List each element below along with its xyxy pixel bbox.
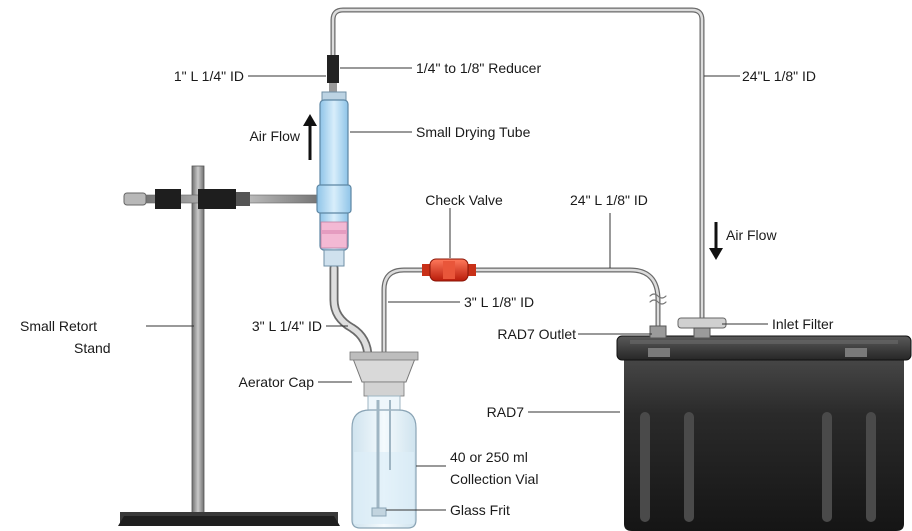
label-airflow-down: Air Flow: [726, 227, 777, 243]
label-aerator-cap: Aerator Cap: [239, 374, 315, 390]
label-1in-tube: 1" L 1/4" ID: [174, 68, 244, 84]
stand-base-front: [118, 516, 340, 526]
desiccant-band: [320, 221, 348, 249]
retort-stand: [118, 165, 340, 526]
glass-frit-element: [371, 507, 387, 517]
rad7-outlet-port: [649, 325, 667, 339]
tube-short: [381, 267, 433, 361]
drying-tube-bottom: [323, 249, 345, 267]
drying-assembly: [316, 55, 352, 267]
airflow-up-arrow: [303, 114, 317, 160]
reducer: [327, 55, 339, 83]
tubing: [329, 7, 705, 363]
check-valve: [422, 258, 476, 282]
label-left-tube: 3" L 1/4" ID: [252, 318, 322, 334]
rad7-body: [624, 352, 904, 531]
label-airflow-up: Air Flow: [249, 128, 300, 144]
label-retort-line1: Small Retort: [20, 318, 97, 334]
clamp-knob: [123, 192, 147, 206]
label-mid-tube: 24" L 1/8" ID: [570, 192, 648, 208]
label-drying-tube: Small Drying Tube: [416, 124, 531, 140]
label-top-tube: 24"L 1/8" ID: [742, 68, 816, 84]
label-check-valve: Check Valve: [425, 192, 503, 208]
airflow-down-arrow: [709, 222, 723, 260]
label-retort-line2: Stand: [74, 340, 111, 356]
stand-rod: [191, 165, 205, 517]
clamp-collar: [236, 192, 250, 206]
label-rad7-outlet: RAD7 Outlet: [497, 326, 576, 342]
label-inlet-filter: Inlet Filter: [772, 316, 834, 332]
label-short-tube: 3" L 1/8" ID: [464, 294, 534, 310]
label-rad7: RAD7: [487, 404, 525, 420]
leader-lines: [146, 67, 768, 511]
label-reducer: 1/4" to 1/8" Reducer: [416, 60, 541, 76]
collection-vial-assembly: [349, 351, 419, 529]
rad7-unit: [616, 317, 912, 531]
inlet-filter-body: [677, 317, 727, 329]
clamp-boss-2: [198, 189, 236, 209]
label-vial-line1: 40 or 250 ml: [450, 449, 528, 465]
clamp-boss: [155, 189, 181, 209]
label-vial-line2: Collection Vial: [450, 471, 538, 487]
label-glass-frit: Glass Frit: [450, 502, 510, 518]
vial-neck: [367, 395, 401, 411]
